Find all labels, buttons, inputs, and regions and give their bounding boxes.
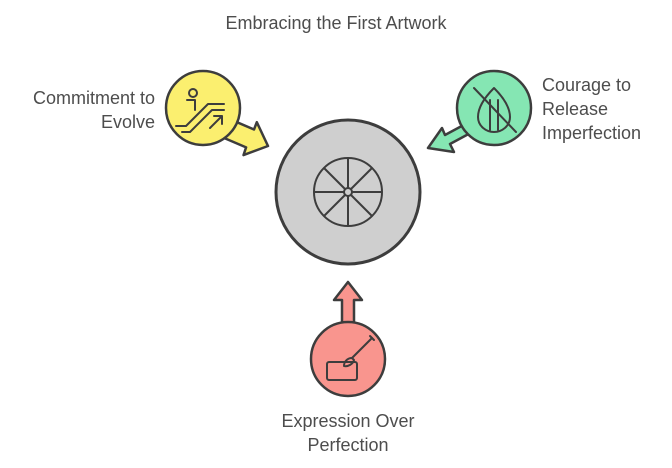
label-line: Release bbox=[542, 99, 609, 119]
label-expression: Expression Over Perfection bbox=[248, 409, 448, 457]
label-commitment: Commitment to Evolve bbox=[0, 86, 155, 134]
node-commitment bbox=[164, 69, 270, 157]
paintbrush-icon bbox=[326, 335, 375, 381]
label-courage: Courage to Release Imperfection bbox=[542, 73, 672, 145]
diagram-title: Embracing the First Artwork bbox=[225, 13, 447, 33]
label-line: Expression Over bbox=[281, 411, 415, 431]
node-expression bbox=[309, 280, 387, 398]
wheel-icon bbox=[313, 157, 383, 227]
label-line: Evolve bbox=[100, 112, 155, 132]
leaf-crossed-icon bbox=[473, 87, 517, 133]
label-line: Commitment to bbox=[32, 88, 155, 108]
label-line: Imperfection bbox=[542, 123, 642, 143]
center-hub bbox=[274, 118, 422, 266]
label-line: Courage to bbox=[542, 75, 632, 95]
arrow-expression bbox=[332, 280, 364, 328]
node-courage bbox=[426, 69, 533, 154]
escalator-icon bbox=[175, 88, 225, 133]
label-line: Perfection bbox=[307, 435, 389, 455]
